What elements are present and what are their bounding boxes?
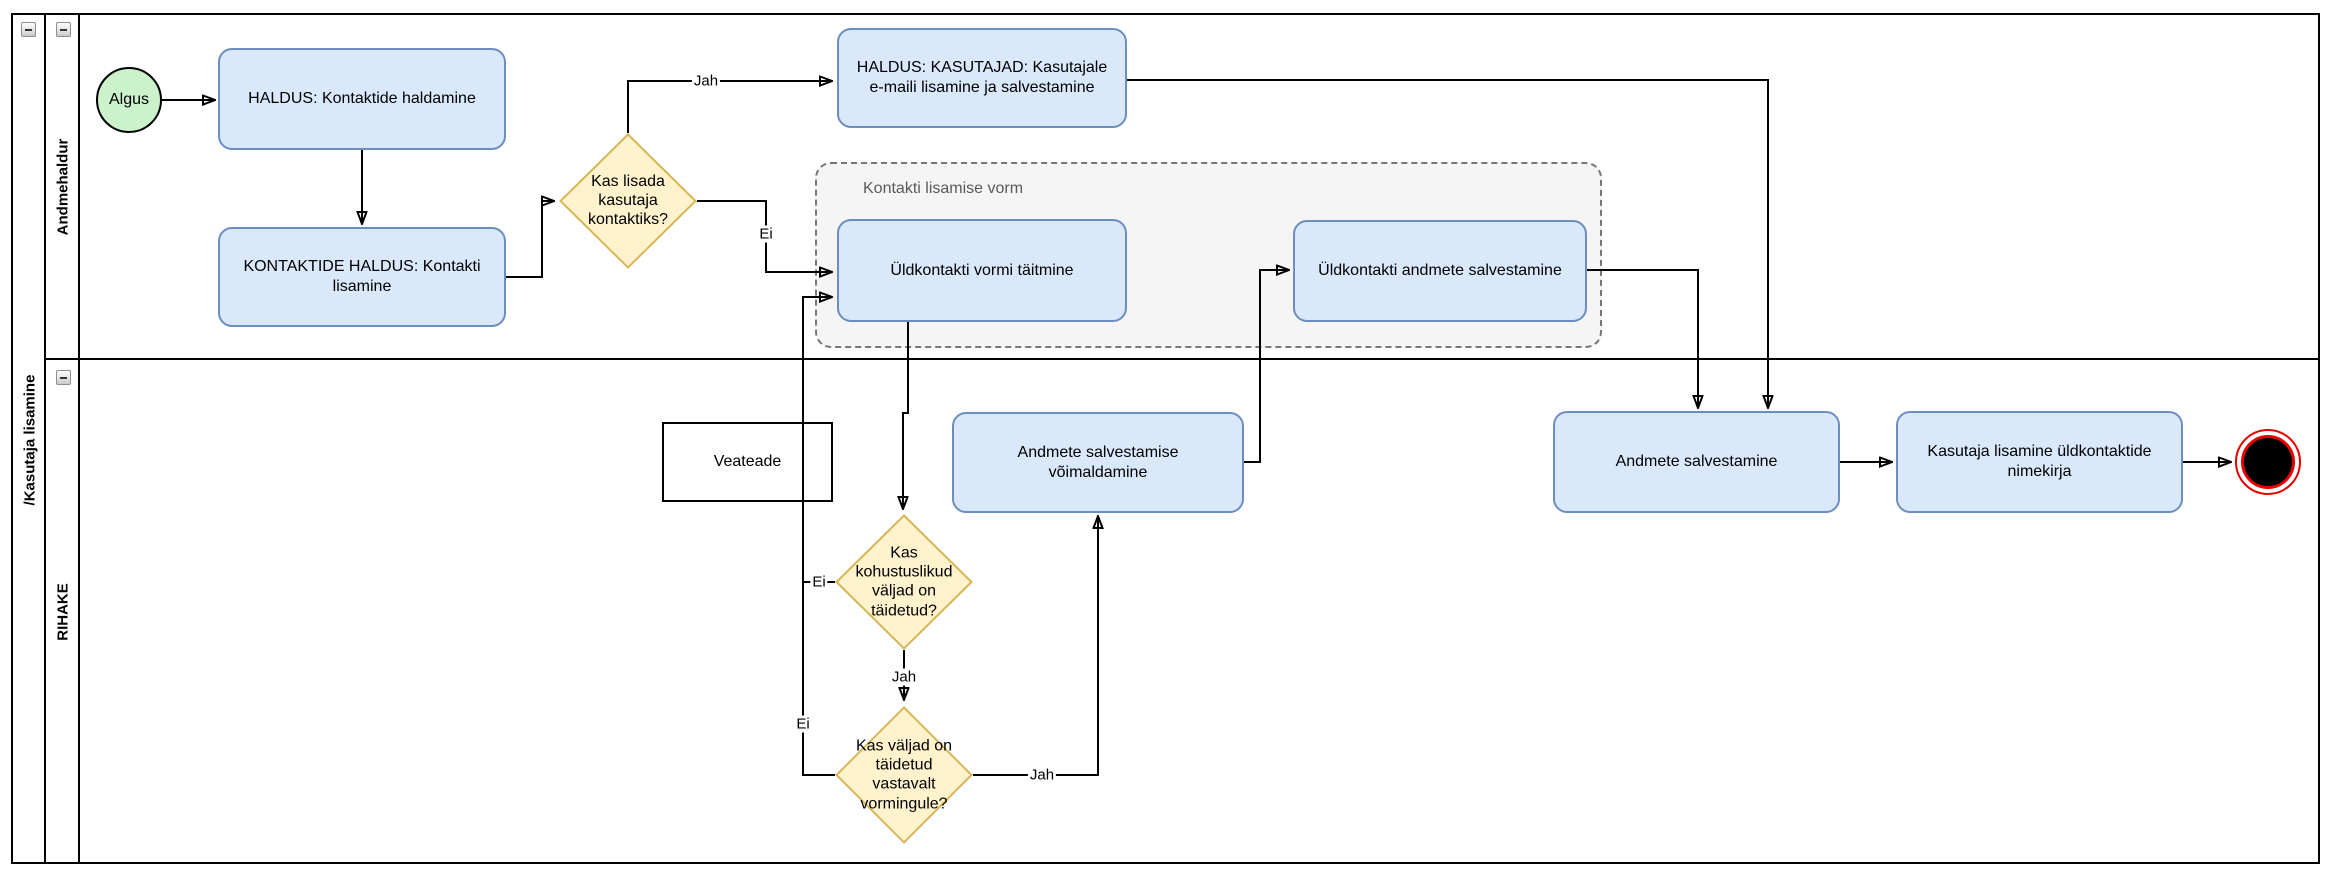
lane-andmehaldur-collapse-icon[interactable] <box>56 22 71 37</box>
pool-title-column: /Kasutaja lisamine <box>13 15 46 862</box>
pool-collapse-icon[interactable] <box>21 22 36 37</box>
task-andmete-salvestamise-voimaldamine[interactable]: Andmete salvestamise võimaldamine <box>952 412 1244 513</box>
edge-label-jah: Jah <box>691 72 721 90</box>
group-kontakti-lisamise-vorm-label: Kontakti lisamise vorm <box>863 180 1024 197</box>
task-label: HALDUS: KASUTAJAD: Kasutajale e-maili li… <box>856 59 1108 96</box>
task-label: Andmete salvestamine <box>1615 453 1778 470</box>
pool-title: /Kasutaja lisamine <box>21 374 39 506</box>
decision-label: Kas väljad on täidetud vastavalt vorming… <box>855 737 953 813</box>
decision-label: Kas kohustuslikud väljad on täidetud? <box>855 544 953 620</box>
task-haldus-kontaktide-haldamine[interactable]: HALDUS: Kontaktide haldamine <box>218 48 506 150</box>
task-label: Andmete salvestamise võimaldamine <box>1017 443 1179 481</box>
diamond-shape <box>835 706 973 844</box>
edge-label-ei: Ei <box>757 225 775 243</box>
start-event-label: Algus <box>108 91 150 108</box>
task-label: Kasutaja lisamine üldkontaktide nimekirj… <box>1927 443 2152 480</box>
decision-kas-valjad-vormingule[interactable]: Kas väljad on täidetud vastavalt vorming… <box>835 706 973 844</box>
start-event[interactable]: Algus <box>96 67 162 133</box>
task-label: Üldkontakti vormi täitmine <box>890 261 1074 279</box>
diamond-shape <box>559 133 697 269</box>
edge-label-jah: Jah <box>889 668 919 686</box>
end-event-inner-circle <box>2240 434 2295 489</box>
task-label: KONTAKTIDE HALDUS: Kontakti lisamine <box>243 258 481 295</box>
lane-title-andmehaldur: Andmehaldur <box>54 138 72 236</box>
lane-title-rihake: RIHAKE <box>54 583 72 641</box>
task-label: HALDUS: Kontaktide haldamine <box>248 90 476 107</box>
edge-label-jah: Jah <box>1027 766 1057 784</box>
decision-kas-lisada-kontaktiks[interactable]: Kas lisada kasutaja kontaktiks? <box>559 133 697 269</box>
lane-title-column: Andmehaldur RIHAKE <box>46 15 80 862</box>
task-label: Üldkontakti andmete salvestamine <box>1318 262 1562 279</box>
end-event[interactable] <box>2235 429 2301 495</box>
task-uldkontakti-vormi-taitmine[interactable]: Üldkontakti vormi täitmine <box>837 219 1127 322</box>
diamond-shape <box>835 514 973 650</box>
decision-kas-kohustuslikud-taidetud[interactable]: Kas kohustuslikud väljad on täidetud? <box>835 514 973 650</box>
task-kontaktide-haldus-kontakti-lisamine[interactable]: KONTAKTIDE HALDUS: Kontakti lisamine <box>218 227 506 327</box>
task-uldkontakti-andmete-salvestamine[interactable]: Üldkontakti andmete salvestamine <box>1293 220 1587 322</box>
edge-label-ei: Ei <box>810 573 828 591</box>
note-label: Veateade <box>713 453 782 470</box>
task-haldus-kasutajad-email[interactable]: HALDUS: KASUTAJAD: Kasutajale e-maili li… <box>837 28 1127 128</box>
decision-label: Kas lisada kasutaja kontaktiks? <box>587 173 669 229</box>
lane-divider <box>46 358 2318 360</box>
task-kasutaja-lisamine-nimekirja[interactable]: Kasutaja lisamine üldkontaktide nimekirj… <box>1896 411 2183 513</box>
note-veateade[interactable]: Veateade <box>662 422 833 502</box>
edge-label-ei: Ei <box>794 715 812 733</box>
lane-rihake-collapse-icon[interactable] <box>56 370 71 385</box>
task-andmete-salvestamine[interactable]: Andmete salvestamine <box>1553 411 1840 513</box>
